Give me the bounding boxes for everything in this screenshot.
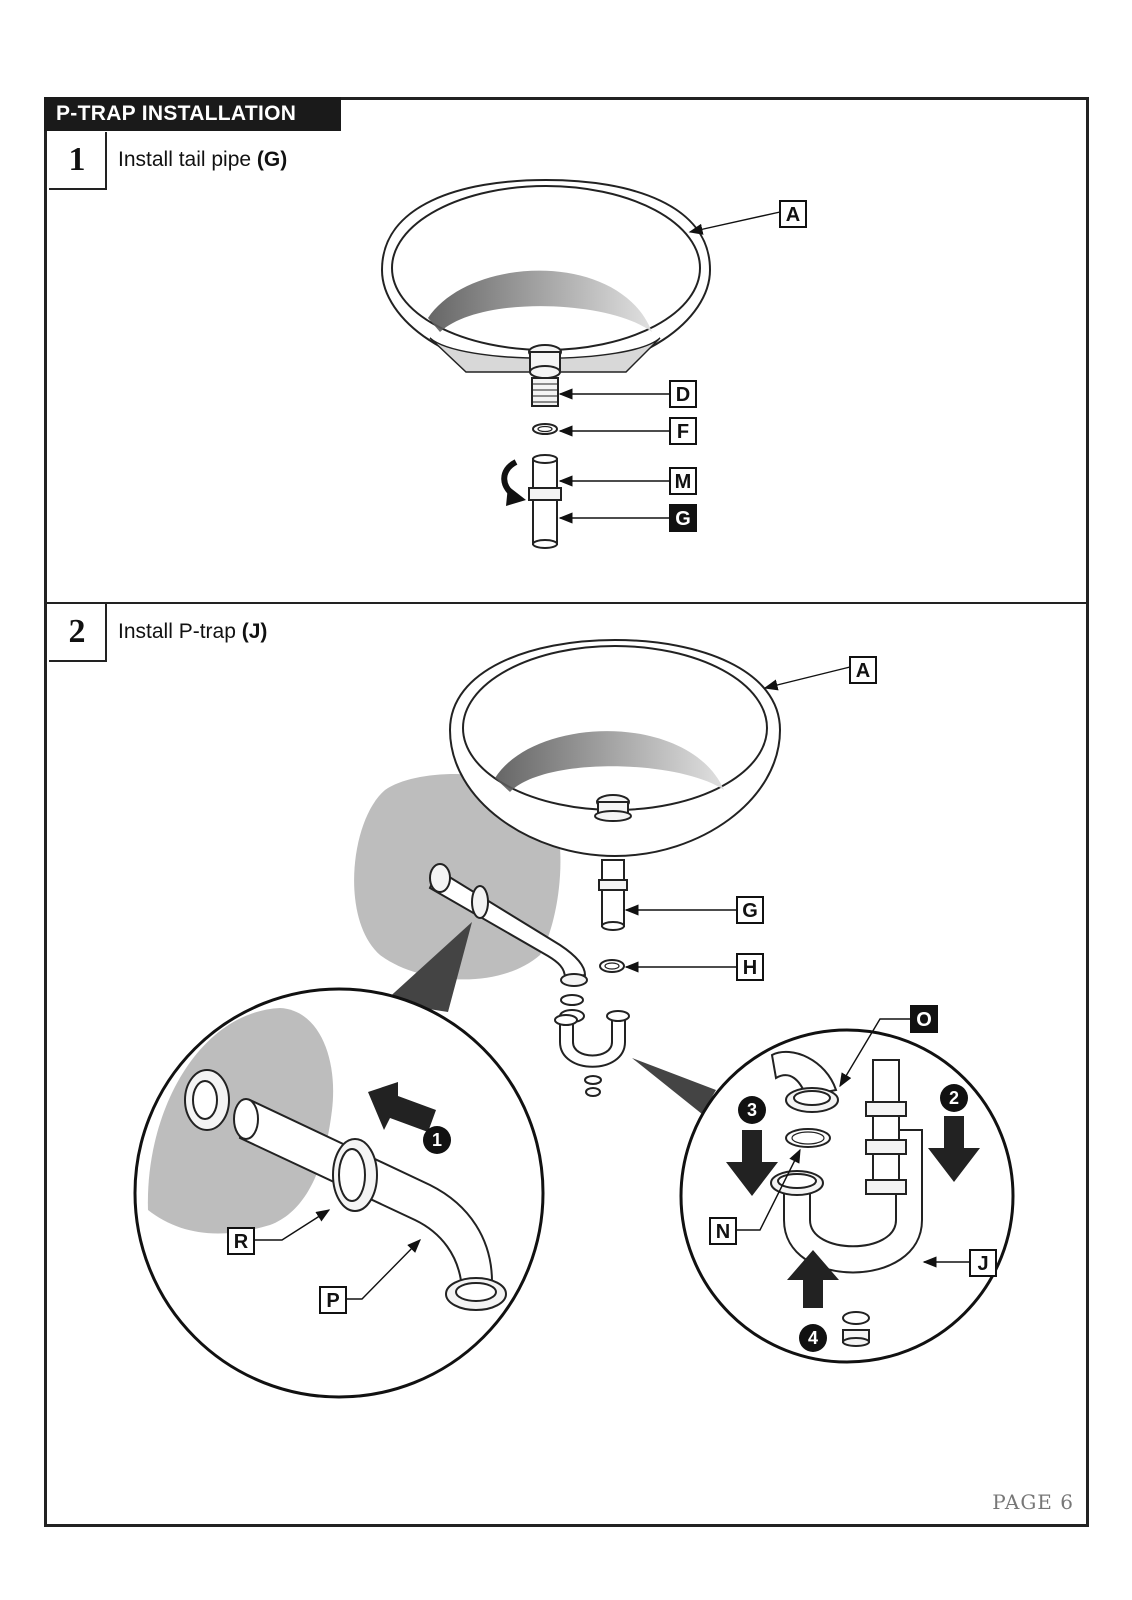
step-number-1: 1 <box>49 132 107 190</box>
callout-wedge-right <box>632 1058 716 1114</box>
step2-basin <box>448 638 782 858</box>
push-arrow-icon <box>368 1082 436 1132</box>
step1-label-a: A <box>688 200 807 235</box>
svg-text:J: J <box>977 1253 988 1275</box>
step2-tail-pipe-g <box>598 859 628 931</box>
step-1-part: (G) <box>256 148 288 171</box>
step-number-2: 2 <box>49 604 107 662</box>
escutcheon-r <box>332 1138 378 1212</box>
svg-text:O: O <box>916 1009 932 1031</box>
page-frame <box>44 97 1089 1527</box>
step-title-1: Install tail pipe (G) <box>118 148 287 172</box>
step-divider <box>44 602 1089 604</box>
step1-basin <box>380 178 712 374</box>
step1-washer-f <box>532 423 558 435</box>
step2-label-g: G <box>624 896 764 924</box>
svg-text:A: A <box>786 204 800 226</box>
callout-wedge-left <box>384 922 472 1012</box>
sequence-badge-2: 2 <box>940 1084 968 1112</box>
step2-washer-h <box>599 959 625 973</box>
slip-nut <box>445 1277 507 1311</box>
page-number: PAGE 6 <box>992 1490 1074 1514</box>
clean-out-plug <box>842 1311 870 1347</box>
detail-circle-right: 2 3 4 O N J <box>679 1005 1015 1364</box>
detail-label-r: R <box>227 1209 331 1255</box>
step2-label-h: H <box>624 953 764 981</box>
step1-tail-pipe-g <box>528 454 562 549</box>
svg-text:G: G <box>675 508 691 530</box>
svg-text:H: H <box>743 957 757 979</box>
down-arrow-left-icon <box>726 1130 778 1196</box>
up-arrow-icon <box>787 1250 839 1308</box>
step-1-text: Install tail pipe <box>118 148 257 171</box>
svg-text:P: P <box>326 1290 339 1312</box>
svg-text:N: N <box>716 1221 730 1243</box>
step2-label-a: A <box>763 656 877 691</box>
step1-label-g: G <box>558 504 697 532</box>
svg-text:2: 2 <box>949 1088 959 1108</box>
svg-text:A: A <box>856 660 870 682</box>
step-2-part: (J) <box>241 620 268 643</box>
svg-text:M: M <box>675 471 692 493</box>
svg-text:F: F <box>677 421 689 443</box>
slip-washer-n <box>785 1128 831 1148</box>
svg-text:R: R <box>234 1231 249 1253</box>
svg-text:4: 4 <box>808 1328 818 1348</box>
svg-text:3: 3 <box>747 1100 757 1120</box>
step1-drain-body-d <box>531 377 559 407</box>
wall-arm-bend <box>770 1050 839 1113</box>
step2-drain-stopper <box>594 794 632 822</box>
wall-flange <box>184 1069 230 1131</box>
step1-drain-stopper <box>528 344 562 379</box>
step-title-2: Install P-trap (J) <box>118 620 267 644</box>
sequence-badge-3: 3 <box>738 1096 766 1124</box>
svg-text:D: D <box>676 384 690 406</box>
step2-wall-arm <box>428 863 588 987</box>
detail-circle-left: 1 R P <box>133 987 545 1399</box>
section-title: P-TRAP INSTALLATION <box>44 97 341 131</box>
detail-label-j: J <box>922 1249 997 1277</box>
down-arrow-right-icon <box>928 1116 980 1182</box>
sequence-badge-4: 4 <box>799 1324 827 1352</box>
detail-label-o: O <box>839 1005 938 1088</box>
detail-label-p: P <box>319 1239 421 1314</box>
step-2-text: Install P-trap <box>118 620 242 643</box>
rotate-arrow-head-icon <box>506 486 526 506</box>
detail-label-n: N <box>709 1148 801 1245</box>
svg-text:G: G <box>742 900 758 922</box>
sequence-badge-1: 1 <box>423 1126 451 1154</box>
step1-label-f: F <box>558 417 697 445</box>
step1-label-m: M <box>558 467 697 495</box>
step1-label-d: D <box>558 380 697 408</box>
svg-text:1: 1 <box>432 1130 442 1150</box>
step2-p-trap <box>554 1010 630 1097</box>
